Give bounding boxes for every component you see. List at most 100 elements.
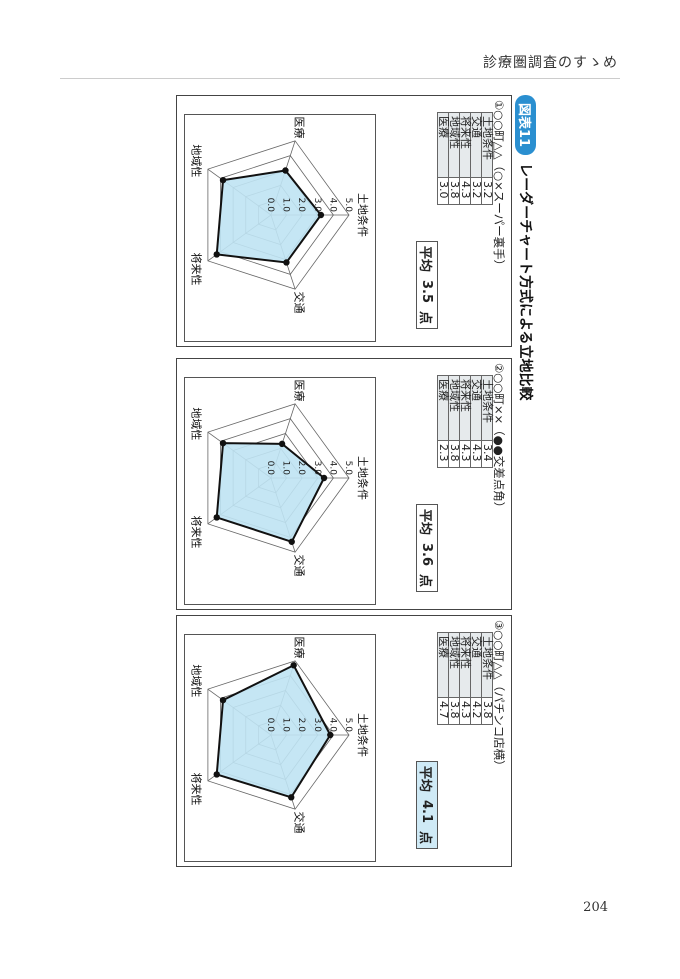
score-label: 交通 <box>470 375 483 441</box>
tick-label: 3.0 <box>312 718 322 733</box>
score-label: 地域性 <box>448 375 461 441</box>
score-value: 3.8 <box>448 177 461 205</box>
score-label: 交通 <box>470 632 483 698</box>
data-point <box>327 731 334 739</box>
axis-label: 将来性 <box>190 516 204 549</box>
data-point <box>288 538 295 545</box>
figure-rotated: 図表11 レーダーチャート方式による立地比較 ①○○町△△（○×スーパー裏手）土… <box>175 95 540 867</box>
score-label: 土地条件 <box>481 632 494 698</box>
data-point <box>290 662 297 669</box>
axis-label: 交通 <box>292 554 306 576</box>
average-label: 平均 <box>417 245 433 272</box>
header-rule <box>60 78 620 79</box>
score-label: 地域性 <box>448 632 461 698</box>
score-value: 4.3 <box>470 440 483 468</box>
data-point <box>213 514 220 521</box>
data-polygon <box>215 442 326 544</box>
tick-label: 5.0 <box>343 198 353 213</box>
axis-label: 地域性 <box>190 407 204 440</box>
figure-title-text: レーダーチャート方式による立地比較 <box>517 163 533 401</box>
page-number: 204 <box>583 900 608 915</box>
score-label: 交通 <box>470 112 483 178</box>
tick-label: 1.0 <box>281 718 291 733</box>
tick-label: 0.0 <box>265 718 275 733</box>
average-unit: 点 <box>417 831 433 845</box>
axis-label: 地域性 <box>190 664 204 697</box>
score-value: 4.3 <box>459 440 472 468</box>
tick-label: 5.0 <box>343 718 353 733</box>
axis-label: 土地条件 <box>356 713 370 757</box>
score-value: 3.8 <box>481 697 494 725</box>
axis-label: 交通 <box>292 291 306 313</box>
average-label: 平均 <box>417 508 433 535</box>
data-point <box>219 439 227 447</box>
data-point <box>288 794 295 801</box>
data-point <box>317 211 325 219</box>
score-label: 医療 <box>437 112 450 178</box>
data-polygon <box>215 663 332 799</box>
axis-label: 医療 <box>292 117 306 139</box>
data-point <box>283 259 290 266</box>
axis-label: 将来性 <box>190 773 204 806</box>
tick-label: 3.0 <box>312 461 322 476</box>
score-label: 土地条件 <box>481 112 494 178</box>
data-point <box>219 696 227 704</box>
score-value: 4.2 <box>470 697 483 725</box>
figure-title: 図表11 レーダーチャート方式による立地比較 <box>514 95 538 401</box>
score-value: 3.0 <box>437 177 450 205</box>
grid-ring <box>207 140 350 290</box>
score-label: 将来性 <box>459 112 472 178</box>
axis-label: 土地条件 <box>356 456 370 500</box>
data-point <box>320 474 328 482</box>
score-value: 4.7 <box>437 697 450 725</box>
data-polygon <box>215 169 323 264</box>
tick-label: 2.0 <box>296 718 306 733</box>
score-value: 3.2 <box>470 177 483 205</box>
data-point <box>213 771 220 778</box>
score-value: 4.3 <box>459 177 472 205</box>
score-value: 3.8 <box>448 440 461 468</box>
grid-ring <box>207 403 350 553</box>
score-value: 4.3 <box>459 697 472 725</box>
axis-label: 地域性 <box>190 144 204 177</box>
tick-label: 0.0 <box>265 198 275 213</box>
tick-label: 2.0 <box>296 461 306 476</box>
average-value: 3.5 <box>419 279 435 304</box>
axis-label: 交通 <box>292 811 306 833</box>
tick-label: 4.0 <box>327 718 337 733</box>
average-value: 4.1 <box>419 799 435 824</box>
score-label: 将来性 <box>459 632 472 698</box>
average-unit: 点 <box>417 574 433 588</box>
axis-label: 将来性 <box>190 253 204 286</box>
running-head: 診療圏調査のすゝめ <box>483 55 618 71</box>
average-value: 3.6 <box>419 542 435 567</box>
tick-label: 5.0 <box>343 461 353 476</box>
score-value: 2.3 <box>437 440 450 468</box>
data-point <box>213 251 220 258</box>
